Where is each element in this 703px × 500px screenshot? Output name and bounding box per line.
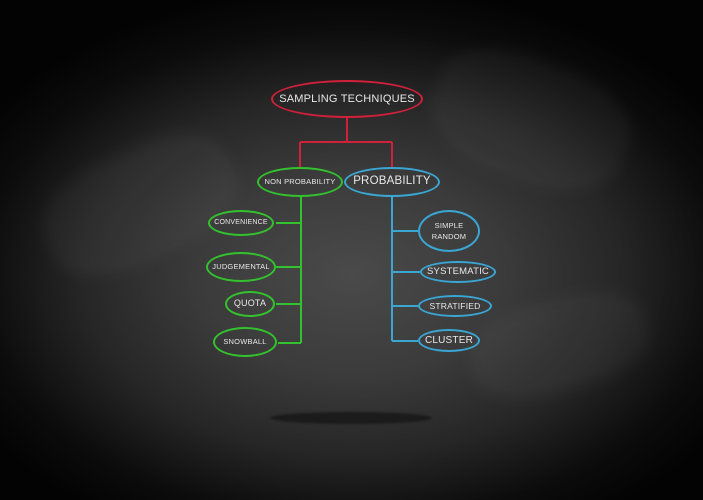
leaf-label: SYSTEMATIC: [427, 265, 489, 277]
leaf-label-line2: RANDOM: [431, 232, 467, 241]
leaf-node-convenience: CONVENIENCE: [208, 210, 274, 236]
floor-shadow: [270, 412, 432, 424]
leaf-label: STRATIFIED: [429, 300, 481, 311]
leaf-label: JUDGEMENTAL: [212, 262, 270, 272]
leaf-label: QUOTA: [233, 298, 267, 309]
leaf-label-line1: SIMPLE: [434, 220, 464, 230]
leaf-node-systematic: SYSTEMATIC: [420, 261, 496, 283]
leaf-node-judgemental: JUDGEMENTAL: [206, 252, 276, 282]
branch-label: PROBABILITY: [353, 175, 431, 188]
leaf-node-simple-random: SIMPLE RANDOM: [418, 210, 480, 252]
branch-label: NON PROBABILITY: [264, 177, 336, 187]
leaf-label: CONVENIENCE: [214, 218, 268, 226]
leaf-node-stratified: STRATIFIED: [418, 295, 492, 317]
leaf-node-snowball: SNOWBALL: [213, 327, 277, 357]
branch-node-probability: PROBABILITY: [344, 167, 440, 197]
root-label: SAMPLING TECHNIQUES: [279, 92, 415, 105]
leaf-node-cluster: CLUSTER: [418, 329, 480, 352]
root-node-sampling-techniques: SAMPLING TECHNIQUES: [271, 80, 423, 118]
leaf-label: SNOWBALL: [223, 337, 267, 347]
leaf-label: CLUSTER: [424, 335, 474, 346]
branch-node-non-probability: NON PROBABILITY: [257, 167, 343, 197]
leaf-node-quota: QUOTA: [225, 291, 275, 317]
